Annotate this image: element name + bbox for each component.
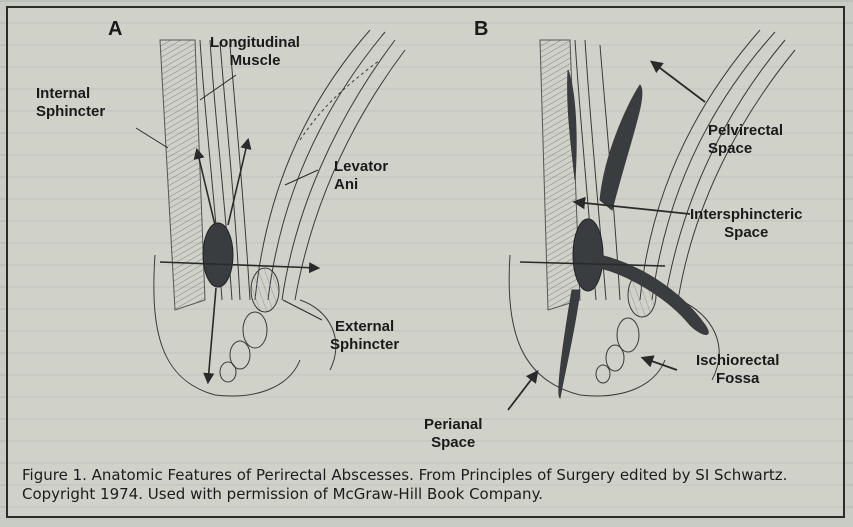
label-levator-ani-line1: Levator [334,158,388,176]
label-ischiorectal-fossa-line1: Ischiorectal [696,352,779,370]
label-longitudinal-muscle: Longitudinal Muscle [210,34,300,70]
label-internal-sphincter-line1: Internal [36,85,105,103]
label-internal-sphincter-line2: Sphincter [36,103,105,121]
label-external-sphincter-line1: External [330,318,399,336]
label-intersphincteric-space-line2: Space [690,224,803,242]
label-external-sphincter: External Sphincter [330,318,399,354]
label-intersphincteric-space: Intersphincteric Space [690,206,803,242]
label-pelvirectal-space-line2: Space [708,140,783,158]
label-pelvirectal-space: Pelvirectal Space [708,122,783,158]
label-ischiorectal-fossa-line2: Fossa [696,370,779,388]
label-longitudinal-muscle-line2: Muscle [210,52,300,70]
label-internal-sphincter: Internal Sphincter [36,85,105,121]
panel-b-letter: B [474,18,488,40]
panel-a-letter: A [108,18,122,40]
label-pelvirectal-space-line1: Pelvirectal [708,122,783,140]
label-intersphincteric-space-line1: Intersphincteric [690,206,803,224]
label-perianal-space-line1: Perianal [424,416,482,434]
label-levator-ani-line2: Ani [334,176,388,194]
label-levator-ani: Levator Ani [334,158,388,194]
label-ischiorectal-fossa: Ischiorectal Fossa [696,352,779,388]
figure-caption: Figure 1. Anatomic Features of Perirecta… [22,466,827,504]
label-external-sphincter-line2: Sphincter [330,336,399,354]
label-longitudinal-muscle-line1: Longitudinal [210,34,300,52]
label-perianal-space: Perianal Space [424,416,482,452]
label-perianal-space-line2: Space [424,434,482,452]
